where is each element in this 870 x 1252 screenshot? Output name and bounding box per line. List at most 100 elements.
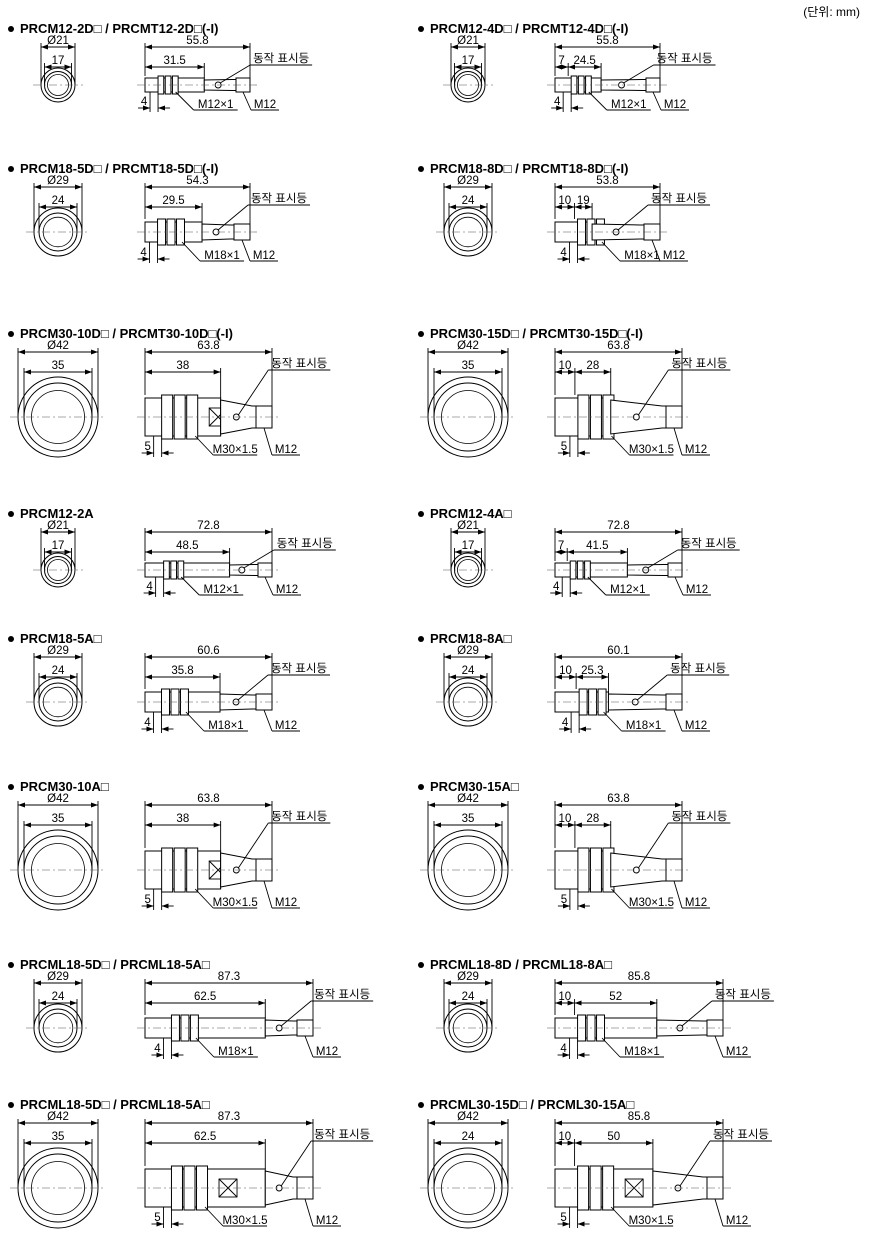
indicator-label: 동작 표시등: [670, 662, 726, 675]
indicator-leader: [217, 204, 249, 231]
body-length-dim-label: 24.5: [573, 55, 595, 67]
indicator-leader: [623, 64, 654, 84]
hex-dim-label: 24: [52, 991, 65, 1003]
drawing-title: PRCM18-5A□: [8, 631, 102, 646]
connector-leader: [263, 427, 273, 456]
bullet-icon: [8, 635, 14, 642]
overall-length-dim-label: 85.8: [628, 1111, 650, 1123]
connector-leader: [242, 91, 252, 111]
gap-dim-label: 5: [560, 1212, 566, 1224]
body-length-dim-label: 52: [609, 991, 622, 1003]
outer-diameter-dim-label: Ø29: [457, 645, 479, 657]
drawing-title-text: PRCML18-5D□ / PRCML18-5A□: [20, 1097, 210, 1112]
connector-label: M12: [254, 99, 276, 111]
thread-leader: [204, 1206, 224, 1227]
gap-dim-label: 5: [561, 894, 567, 906]
connector-leader: [714, 1198, 724, 1227]
indicator-label: 동작 표시등: [253, 52, 309, 65]
outer-diameter-dim-label: Ø29: [47, 971, 69, 983]
front-length-dim-label: 7: [558, 540, 564, 552]
gap-dim-label: 5: [144, 441, 150, 453]
indicator-label: 동작 표시등: [656, 52, 712, 65]
bullet-icon: [418, 783, 424, 790]
indicator-leader: [280, 1000, 312, 1027]
gap-dim-label: 5: [154, 1212, 160, 1224]
gap-dim-label: 4: [141, 96, 148, 108]
thread-label: M12×1: [610, 584, 645, 596]
body-length-dim-label: 48.5: [176, 540, 198, 552]
drawing-title-text: PRCML18-8D / PRCML18-8A□: [430, 957, 612, 972]
drawing-title: PRCM18-8D□ / PRCMT18-8D□(-I): [418, 161, 628, 176]
gap-dim-label: 4: [154, 1043, 161, 1055]
connector-label: M12: [664, 99, 686, 111]
connector-leader: [264, 576, 274, 596]
bullet-icon: [8, 510, 14, 517]
body-length-dim-label: 38: [176, 360, 189, 372]
outer-diameter-dim-label: Ø29: [47, 645, 69, 657]
drawing-title: PRCM30-15A□: [418, 779, 519, 794]
drawing-title: PRCML18-5D□ / PRCML18-5A□: [8, 1097, 210, 1112]
overall-length-dim-label: 63.8: [197, 793, 219, 805]
hex-dim-label: 24: [462, 1131, 475, 1143]
outer-diameter-dim-label: Ø21: [47, 520, 69, 532]
hex-dim-label: 24: [462, 195, 475, 207]
indicator-label: 동작 표시등: [715, 988, 771, 1001]
front-length-dim-label: 10: [558, 1131, 571, 1143]
indicator-label: 동작 표시등: [314, 1128, 370, 1141]
drawing-title-text: PRCM12-2D□ / PRCMT12-2D□(-I): [20, 21, 219, 36]
drawing-title-text: PRCM18-8D□ / PRCMT18-8D□(-I): [430, 161, 629, 176]
drawing-title-text: PRCML30-15D□ / PRCML30-15A□: [430, 1097, 635, 1112]
outer-diameter-dim-label: Ø42: [47, 340, 69, 352]
bullet-icon: [8, 961, 14, 968]
connector-leader: [674, 576, 684, 596]
overall-length-dim-label: 63.8: [607, 793, 629, 805]
overall-length-dim-label: 72.8: [197, 520, 219, 532]
drawing-title-text: PRCM30-15D□ / PRCMT30-15D□(-I): [430, 326, 643, 341]
outer-diameter-dim-label: Ø42: [457, 793, 479, 805]
drawing-title-text: PRCM30-15A□: [430, 779, 519, 794]
thread-label: M30×1.5: [629, 1215, 674, 1227]
drawing-title: PRCM12-4D□ / PRCMT12-4D□(-I): [418, 21, 628, 36]
thread-leader: [185, 711, 205, 732]
hex-dim-label: 24: [462, 991, 475, 1003]
hex-dim-label: 35: [52, 360, 65, 372]
connector-label: M12: [275, 720, 297, 732]
drawing-title: PRCM18-5D□ / PRCMT18-5D□(-I): [8, 161, 218, 176]
connector-label: M12: [685, 720, 707, 732]
indicator-label: 동작 표시등: [713, 1128, 769, 1141]
indicator-leader: [637, 369, 669, 416]
hex-dim-label: 35: [462, 360, 475, 372]
bullet-icon: [418, 1101, 424, 1108]
bullet-icon: [418, 510, 424, 517]
drawing-title-text: PRCML18-5D□ / PRCML18-5A□: [20, 957, 210, 972]
bullet-icon: [418, 961, 424, 968]
hex-dim-label: 17: [52, 540, 65, 552]
body-length-dim-label: 31.5: [163, 55, 185, 67]
thread-label: M30×1.5: [629, 897, 674, 909]
body-length-dim-label: 35.8: [171, 665, 193, 677]
outer-diameter-dim-label: Ø29: [47, 175, 69, 187]
front-length-dim-label: 10: [558, 991, 571, 1003]
bullet-icon: [8, 330, 14, 337]
body-length-dim-label: 62.5: [194, 991, 216, 1003]
overall-length-dim-label: 60.6: [197, 645, 219, 657]
thread-label: M30×1.5: [213, 444, 258, 456]
overall-length-dim-label: 55.8: [596, 35, 618, 47]
thread-leader: [588, 91, 608, 111]
thread-label: M12×1: [198, 99, 233, 111]
thread-label: M18×1: [626, 720, 661, 732]
body-length-dim-label: 28: [586, 813, 599, 825]
body-length-dim-label: 62.5: [194, 1131, 216, 1143]
gap-dim-label: 4: [554, 96, 561, 108]
connector-label: M12: [316, 1215, 338, 1227]
outer-diameter-dim-label: Ø42: [457, 340, 479, 352]
drawing-title: PRCM12-4A□: [418, 506, 512, 521]
overall-length-dim-label: 87.3: [218, 1111, 240, 1123]
